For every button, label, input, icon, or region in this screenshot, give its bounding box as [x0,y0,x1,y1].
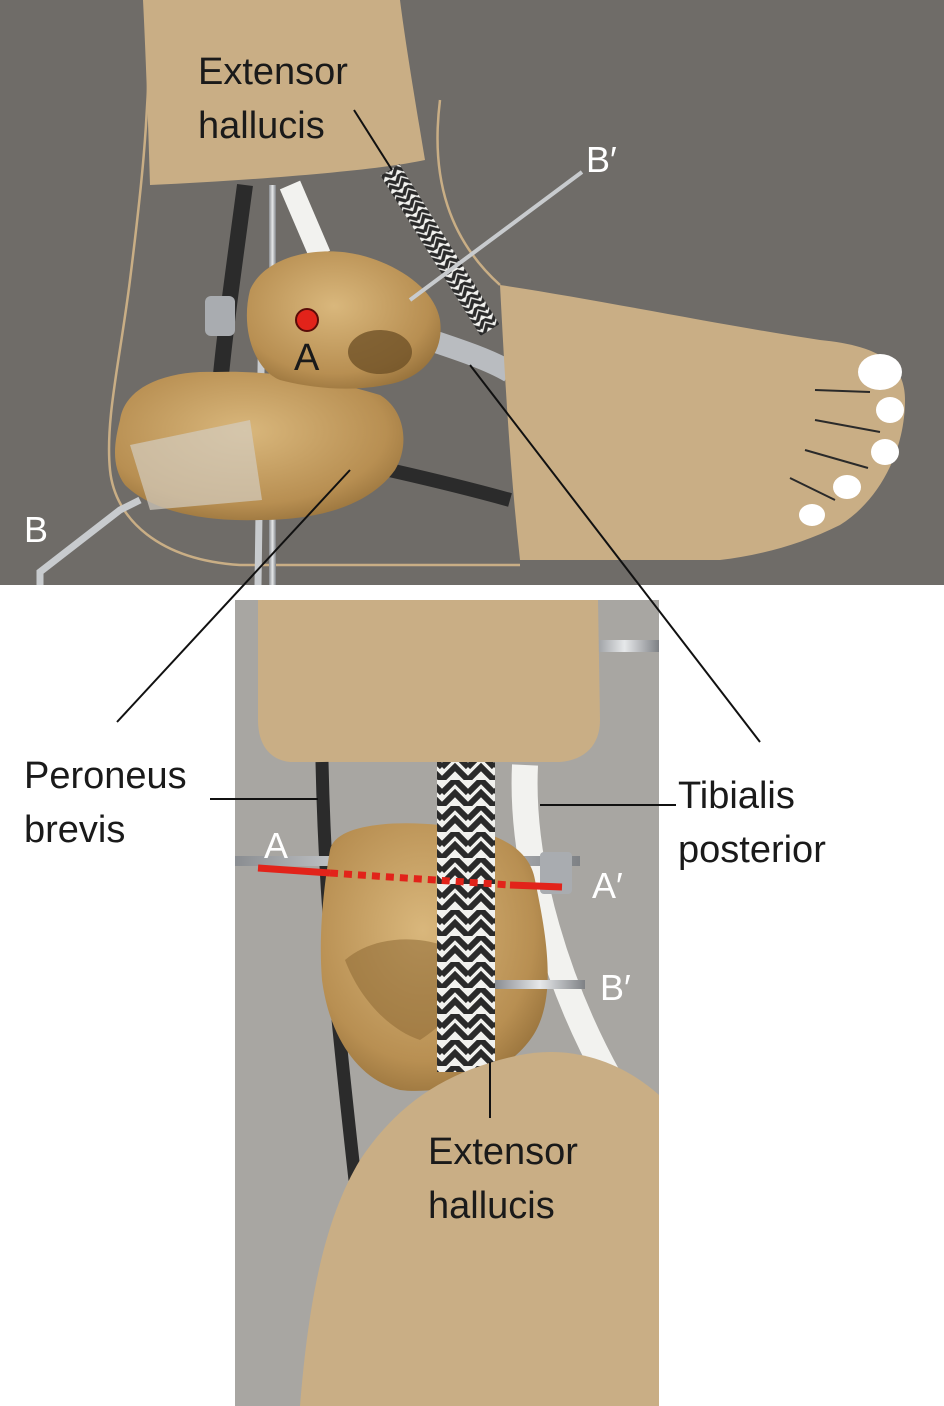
pin-b [36,496,142,585]
side-labels: Peroneus brevis Tibialis posterior [24,364,826,871]
extensor-hallucis-tendon-bottom [437,762,495,1072]
toes [789,354,904,526]
tibialis-posterior-tendon-bottom [511,764,622,1087]
pin-b-prime-bottom [495,980,585,989]
pin-b-prime [408,170,584,302]
foot-block-bottom [300,1051,659,1406]
axis-point-a [295,308,319,332]
toe-nail [799,504,825,526]
label-tibialis-posterior-line2: posterior [678,829,826,871]
extensor-hallucis-tendon-top [380,164,500,336]
label-extensor-hallucis-top-line2: hallucis [198,105,325,147]
foot-block [500,285,905,560]
label-b-prime-bottom: B′ [600,967,631,1008]
label-b-top: B [24,509,48,550]
axis-line-a-solid-right [509,881,563,891]
screw-knob [205,296,235,336]
toe-nail [871,439,899,465]
label-a-prime-bottom: A′ [592,865,623,906]
leg-block-bottom [258,600,600,762]
label-peroneus-brevis-line1: Peroneus [24,755,187,797]
label-peroneus-brevis-line2: brevis [24,809,125,851]
label-b-prime-top: B′ [586,139,617,180]
tape-patch [130,420,262,510]
top-panel-lateral-view: Extensor hallucis B′ A B [0,0,944,586]
talus-head-shadow [348,330,412,374]
horizontal-pin-top [590,640,659,652]
tibialis-posterior-tendon-top [279,180,331,260]
toe-nail [858,354,902,390]
toe-crease [789,389,881,501]
leader-peroneus-brevis-diagonal [116,469,351,723]
bottom-panel-posterior-view: A A′ B′ Extensor hallucis [235,600,659,1406]
toe-nail [833,475,861,499]
peroneus-brevis-tendon-top [212,183,253,386]
leader-extensor-hallucis-top [353,109,393,171]
axis-line-a-solid-left [257,864,331,877]
axis-line-a-dotted [329,869,511,889]
label-a-top: A [294,337,320,379]
leader-tibialis-posterior-diagonal [469,364,761,743]
label-a-bottom: A [264,825,288,866]
label-extensor-hallucis-bottom-line1: Extensor [428,1131,578,1173]
foot-outline [107,0,520,567]
label-tibialis-posterior-line1: Tibialis [678,775,795,817]
leg-block [143,0,425,185]
toe-nail [876,397,904,423]
tibialis-posterior-tendon-lower [426,329,516,382]
label-extensor-hallucis-top-line1: Extensor [198,51,348,93]
panel-gap [0,585,944,600]
label-extensor-hallucis-bottom-line2: hallucis [428,1185,555,1227]
